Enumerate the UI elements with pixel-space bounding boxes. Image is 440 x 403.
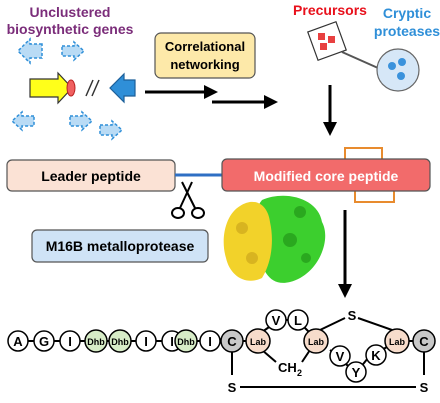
cryptic-protease-icon — [376, 48, 420, 92]
m16b-label: M16B metalloprotease — [46, 238, 195, 254]
gene-marker-icon — [66, 79, 76, 97]
svg-text:G: G — [39, 334, 49, 349]
residue-v — [265, 309, 287, 331]
residue-a — [7, 330, 29, 352]
svg-text:C: C — [419, 334, 429, 349]
residue-c — [220, 329, 244, 353]
svg-text:Lab: Lab — [250, 337, 267, 347]
modified-core-peptide-label: Modified core peptide — [254, 168, 399, 184]
svg-text:Dhb: Dhb — [177, 337, 195, 347]
gene-arrow-dashed-icon — [69, 110, 94, 132]
residue-lab — [303, 328, 329, 354]
svg-text:2: 2 — [297, 368, 302, 378]
residue-lab — [384, 328, 410, 354]
leader-peptide-label: Leader peptide — [41, 168, 141, 184]
precursors-label: Precursors — [293, 2, 367, 18]
peptide-chain: A G I Dhb Dhb I I Dhb I C — [7, 329, 244, 353]
residue-l — [287, 309, 309, 331]
correlational-networking-box — [154, 32, 256, 79]
residue-g — [33, 330, 55, 352]
unclustered-title-line2: biosynthetic genes — [7, 21, 134, 37]
gene-arrows — [10, 37, 136, 141]
residue-dhb — [84, 329, 108, 353]
svg-text:L: L — [294, 313, 302, 328]
gene-arrow-dashed-icon — [10, 110, 35, 132]
correlational-line2: networking — [170, 57, 239, 72]
gene-arrow-dashed-icon — [99, 119, 124, 141]
residue-k — [365, 344, 387, 366]
svg-text:V: V — [272, 313, 281, 328]
svg-text:Y: Y — [352, 365, 361, 380]
svg-text:C: C — [227, 334, 237, 349]
m16b-box — [31, 229, 209, 263]
cryptic-line2: proteases — [374, 23, 440, 39]
svg-text:I: I — [68, 334, 72, 349]
residue-i — [135, 330, 157, 352]
protease-gene-arrow-icon — [109, 72, 136, 104]
lanthionine-ring: Lab V L Lab CH 2 S V Y K Lab C S S — [228, 308, 436, 395]
svg-text:A: A — [13, 334, 23, 349]
modified-core-peptide-box — [221, 158, 431, 192]
protein-structure-icon — [223, 195, 326, 283]
residue-y — [345, 361, 367, 383]
sulfur-bottom-left: S — [228, 380, 237, 395]
scissors-icon — [171, 181, 205, 219]
ch2-label: CH — [278, 360, 297, 375]
svg-text:Dhb: Dhb — [87, 337, 105, 347]
gene-arrow-dashed-icon — [16, 37, 43, 65]
svg-text:I: I — [170, 334, 174, 349]
svg-text:V: V — [336, 349, 345, 364]
svg-text:I: I — [208, 334, 212, 349]
precursor-gene-arrow-icon — [29, 71, 73, 105]
residue-c-end — [412, 329, 436, 353]
svg-text:K: K — [371, 348, 381, 363]
residue-lab — [245, 328, 271, 354]
svg-text:I: I — [144, 334, 148, 349]
gene-arrow-dashed-icon — [61, 40, 86, 62]
residue-v — [329, 345, 351, 367]
cryptic-line1: Cryptic — [383, 5, 431, 21]
unclustered-title-line1: Unclustered — [30, 4, 111, 20]
correlational-line1: Correlational — [165, 39, 245, 54]
svg-text:Lab: Lab — [308, 337, 325, 347]
svg-text:Dhb: Dhb — [111, 337, 129, 347]
residue-i — [59, 330, 81, 352]
sulfur-top: S — [348, 308, 357, 323]
residue-dhb — [174, 329, 198, 353]
residue-i — [199, 330, 221, 352]
residue-dhb — [108, 329, 132, 353]
precursors-icon — [307, 21, 347, 61]
svg-text:Lab: Lab — [389, 337, 406, 347]
sulfur-bottom-right: S — [420, 380, 429, 395]
